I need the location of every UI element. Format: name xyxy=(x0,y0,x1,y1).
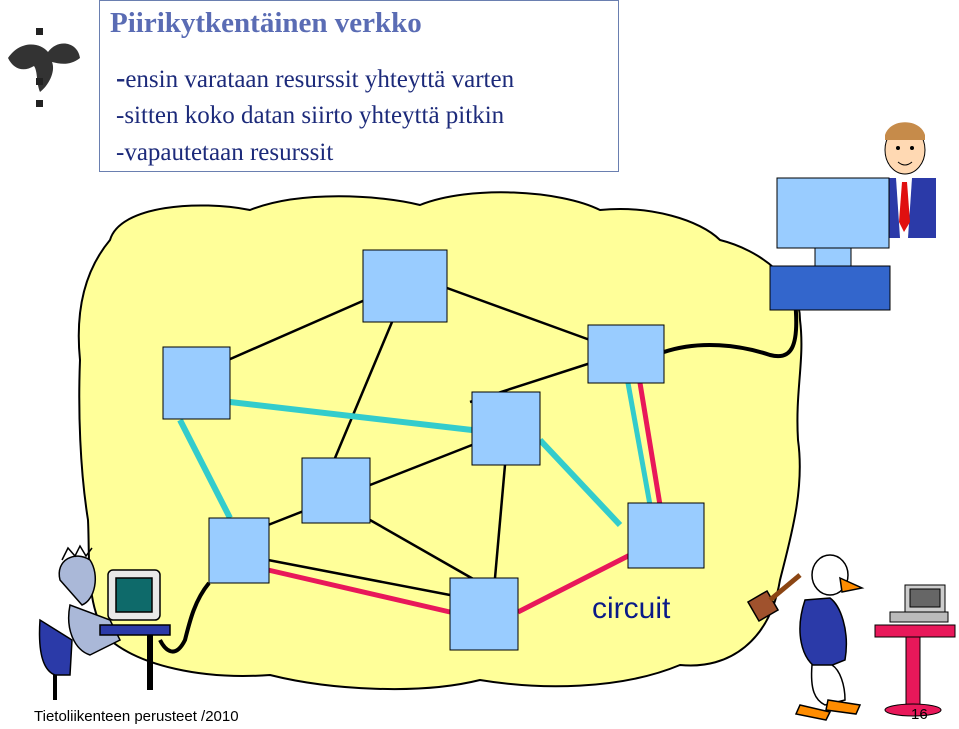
bullet-2: -sitten koko datan siirto yhteyttä pitki… xyxy=(116,102,505,129)
bullet-dash: - xyxy=(116,63,126,94)
computer-on-table-icon xyxy=(874,584,956,717)
user-at-desk-icon xyxy=(38,544,171,700)
slide-title: Piirikytkentäinen verkko xyxy=(110,7,422,39)
duck-with-hammer-icon xyxy=(746,554,865,721)
footer-text: Tietoliikenteen perusteet /2010 xyxy=(34,708,239,725)
switch-node xyxy=(208,517,270,584)
circuit-label: circuit xyxy=(592,592,671,625)
university-logo-icon xyxy=(8,28,80,107)
network-nodes xyxy=(162,249,705,651)
switch-node xyxy=(301,457,371,524)
title-box: Piirikytkentäinen verkko -ensin varataan… xyxy=(99,0,619,172)
switch-node xyxy=(449,577,519,651)
switch-node xyxy=(362,249,448,323)
access-cables xyxy=(158,299,799,654)
switch-node xyxy=(627,502,705,569)
circuit-path xyxy=(177,382,663,615)
switch-node xyxy=(587,324,665,384)
bullet-3: -vapautetaan resurssit xyxy=(116,139,334,166)
man-with-computer-icon xyxy=(769,122,936,311)
switch-node xyxy=(471,391,541,466)
bullet-1: -ensin varataan resurssit yhteyttä varte… xyxy=(116,63,514,95)
page-number: 16 xyxy=(911,706,928,723)
switch-node xyxy=(162,346,231,420)
bullet-1-text: ensin varataan resurssit yhteyttä varten xyxy=(125,66,515,93)
